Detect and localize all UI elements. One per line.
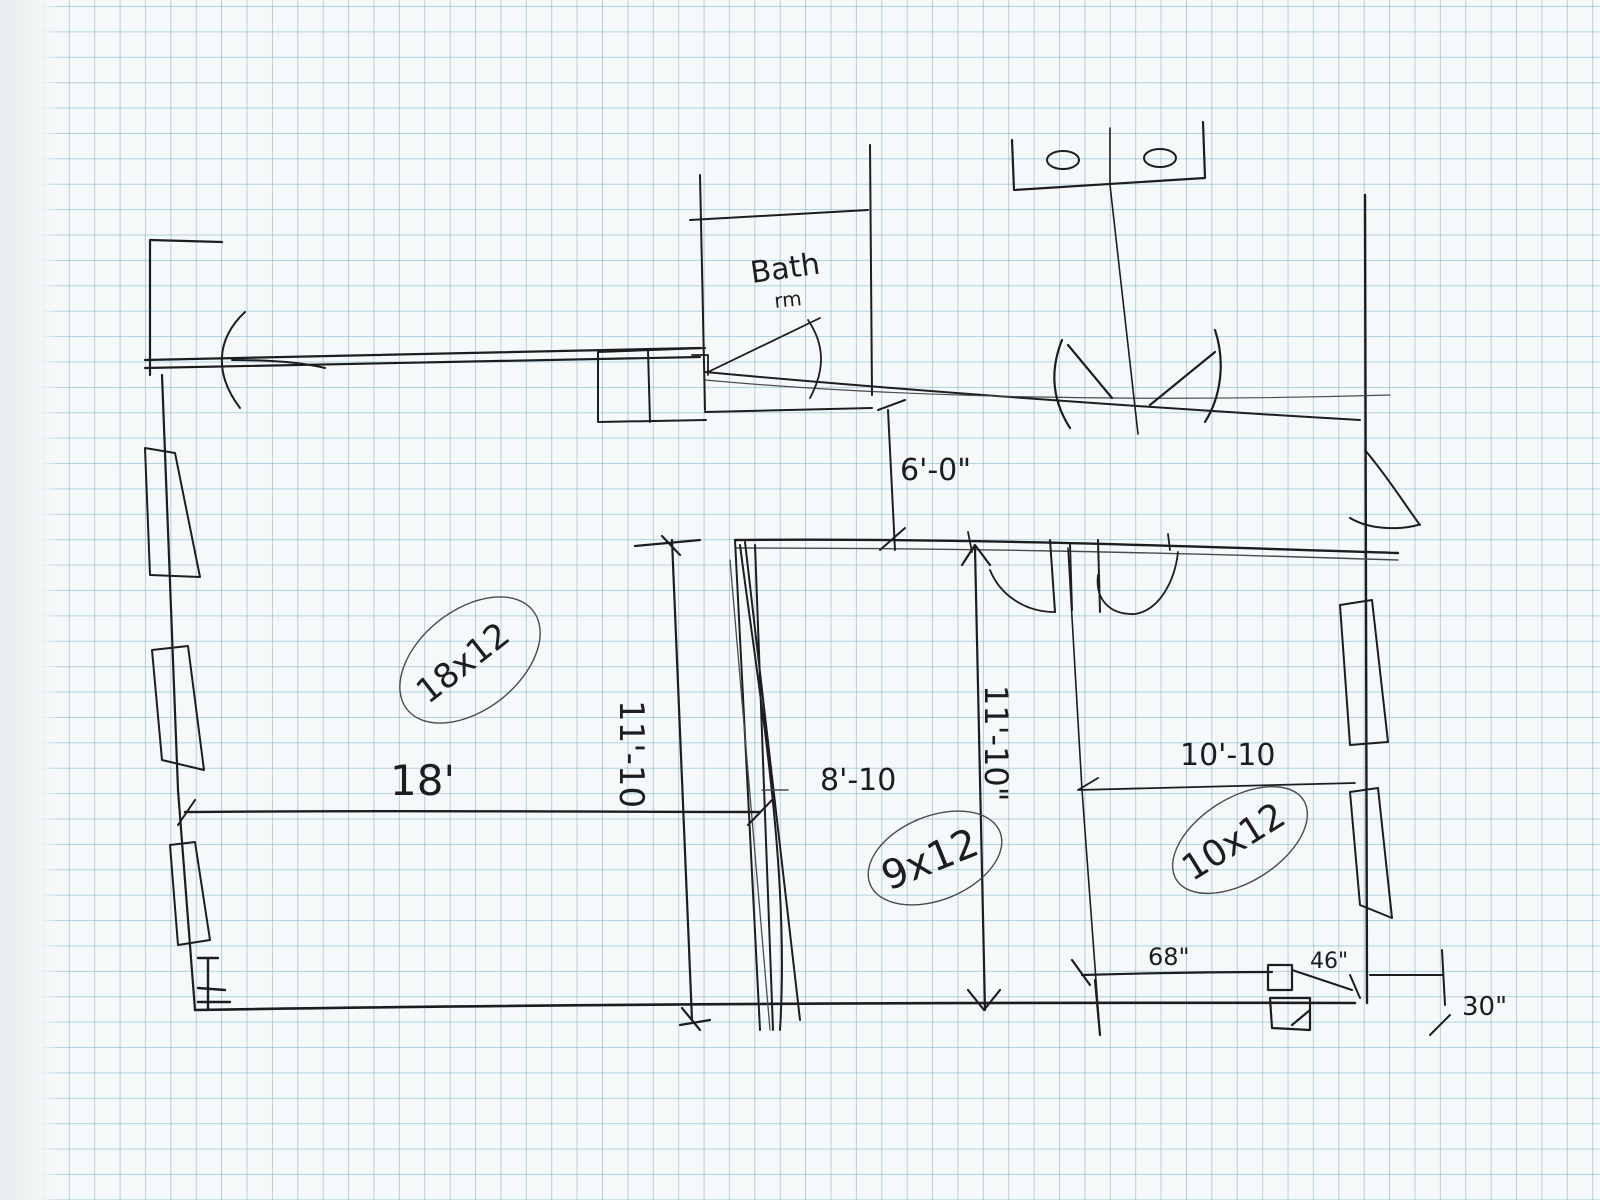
left-partition: [729, 539, 801, 1031]
sink-basin: [1046, 150, 1080, 170]
page-edge: [0, 0, 60, 1200]
left-room-width-label: 18': [390, 756, 455, 805]
area-left-room: 18x12: [399, 596, 541, 724]
hallway-wall: 6'-0": [733, 399, 1400, 561]
door-swings: [220, 311, 1421, 530]
exterior-walls: [143, 193, 1391, 1012]
area-middle-room: 9x12: [867, 810, 1003, 906]
offset-label: 30": [1462, 992, 1507, 1022]
dim-left-room-depth: 11'-10: [611, 534, 712, 1032]
middle-room-depth-label: 11'-10": [977, 685, 1015, 802]
left-room-depth-label: 11'-10: [611, 700, 651, 808]
right-room-width-label: 10'-10: [1180, 738, 1275, 773]
dim-middle-room-width: 8'-10: [761, 763, 896, 798]
hallway-width-label: 6'-0": [900, 453, 971, 488]
bath-label: Bath: [748, 247, 822, 291]
dim-right-room-width: 10'-10: [1077, 738, 1356, 791]
dim-left-room-width: 18': [177, 756, 773, 826]
left-windows: [144, 447, 232, 1012]
bathroom: Bath rm: [597, 144, 873, 423]
bottom-right-details: 68" 46" 30": [1070, 943, 1507, 1037]
left-room-area-label: 18x12: [409, 615, 518, 712]
bath-sublabel: rm: [773, 286, 803, 313]
dim-middle-room-depth: 11'-10": [960, 543, 1015, 1012]
middle-room-width-label: 8'-10: [820, 763, 896, 798]
heater-width-label: 46": [1310, 949, 1348, 974]
double-sink-fixture: [1010, 120, 1207, 435]
right-room-area-label: 10x12: [1175, 795, 1292, 890]
closet-width-label: 68": [1148, 943, 1190, 971]
sink-basin: [1143, 148, 1177, 168]
right-windows: [1339, 599, 1393, 919]
